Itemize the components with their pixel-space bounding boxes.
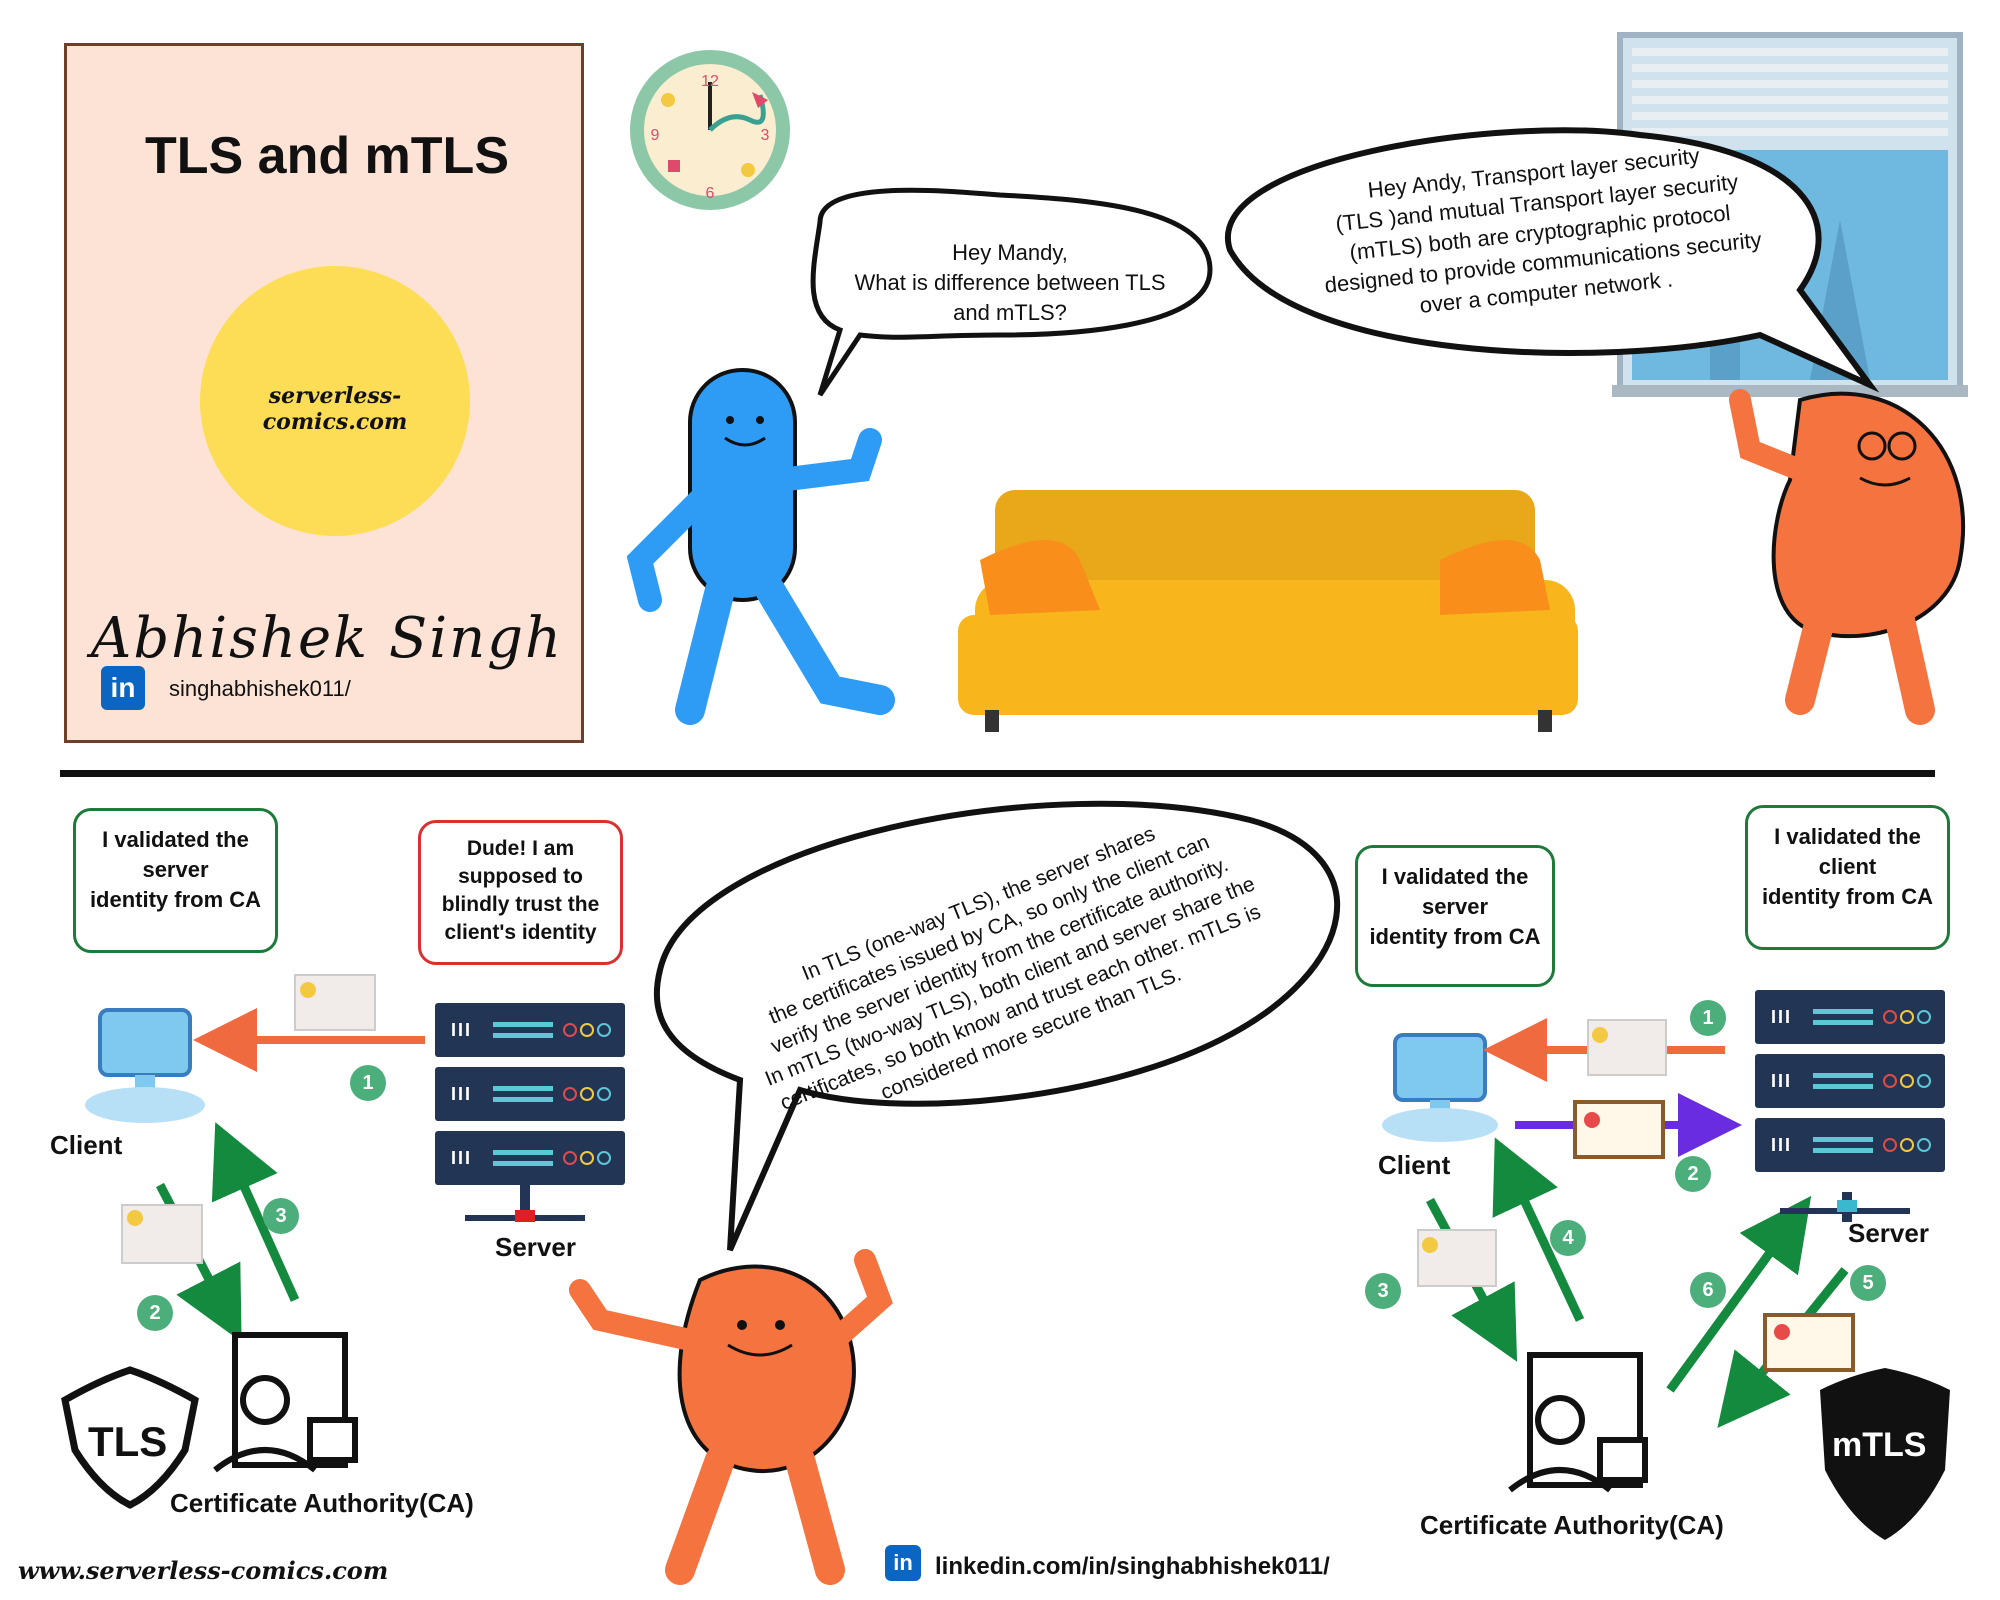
tls-step-3: 3 xyxy=(263,1198,299,1234)
mtls-step-5: 5 xyxy=(1850,1265,1886,1301)
clock-9: 9 xyxy=(651,127,660,144)
mtls-step-6: 6 xyxy=(1690,1272,1726,1308)
linkedin-handle: singhabhishek011/ xyxy=(169,676,351,701)
mtls-server-bubble: I validated the client identity from CA xyxy=(1745,805,1950,950)
clock-12: 12 xyxy=(701,73,719,90)
tls-ca-icon xyxy=(213,1332,358,1473)
sun-circle: serverless-comics.com xyxy=(200,266,470,536)
mandy-character xyxy=(1729,389,1966,725)
mtls-client-label: Client xyxy=(1378,1150,1451,1180)
explanation-bubble xyxy=(653,800,1340,1252)
footer-linkedin-icon: in xyxy=(885,1545,921,1581)
mtls-client-computer-icon xyxy=(1382,1033,1498,1142)
certificate-icon xyxy=(294,974,376,1031)
mandy-speech-bubble xyxy=(1224,127,1880,393)
andy-speech-bubble xyxy=(810,187,1213,397)
mtls-ca-icon xyxy=(1508,1352,1648,1493)
clock-6: 6 xyxy=(706,185,715,202)
mtls-server-icon: III III III xyxy=(1755,990,1945,1172)
clock-3: 3 xyxy=(761,127,770,144)
mandy-explaining-character xyxy=(569,1249,893,1585)
tls-step-1: 1 xyxy=(350,1065,386,1101)
tls-server-icon: III III III xyxy=(435,1003,625,1185)
mtls-step-2: 2 xyxy=(1675,1156,1711,1192)
mtls-badge-text: mTLS xyxy=(1832,1426,1927,1464)
tls-server-bubble: Dude! I am supposed to blindly trust the… xyxy=(418,820,623,965)
mtls-client-bubble: I validated the server identity from CA xyxy=(1355,845,1555,987)
tls-server-stand xyxy=(520,1175,530,1215)
mtls-step-1: 1 xyxy=(1690,1000,1726,1036)
andy-character xyxy=(626,368,895,725)
section-divider xyxy=(60,770,1935,777)
tls-badge-text: TLS xyxy=(88,1418,168,1465)
protocol-diagrams xyxy=(61,800,1950,1585)
certificate-icon xyxy=(1573,1100,1665,1159)
tls-arrow-3 xyxy=(211,1122,300,1302)
mtls-arrow-4 xyxy=(1492,1137,1585,1322)
clock-icon xyxy=(630,50,790,210)
footer-site: www.serverless-comics.com xyxy=(18,1556,389,1585)
certificate-icon xyxy=(1417,1229,1497,1287)
cover-panel: TLS and mTLS serverless-comics.com Abhis… xyxy=(64,43,584,743)
cover-site: serverless-comics.com xyxy=(262,383,408,435)
mtls-step-4: 4 xyxy=(1550,1220,1586,1256)
tls-server-label: Server xyxy=(495,1232,576,1262)
certificate-icon xyxy=(121,1204,203,1264)
mtls-shield-icon xyxy=(1820,1368,1950,1540)
mtls-server-label: Server xyxy=(1848,1218,1929,1248)
tls-ca-label: Certificate Authority(CA) xyxy=(170,1488,474,1518)
certificate-icon xyxy=(1763,1313,1855,1372)
tls-client-bubble: I validated the server identity from CA xyxy=(73,808,278,953)
mtls-arrow-6 xyxy=(1666,1195,1812,1393)
sofa-illustration xyxy=(958,490,1578,732)
cover-title: TLS and mTLS xyxy=(145,127,509,185)
tls-client-label: Client xyxy=(50,1130,123,1160)
mtls-ca-label: Certificate Authority(CA) xyxy=(1420,1510,1724,1540)
scene-illustration: 12 3 6 9 xyxy=(626,32,1968,732)
tls-shield-icon xyxy=(61,1366,199,1509)
tls-client-computer-icon xyxy=(85,1008,205,1123)
tls-step-2: 2 xyxy=(137,1295,173,1331)
author-signature: Abhishek Singh xyxy=(90,606,564,671)
certificate-icon xyxy=(1587,1019,1667,1076)
mtls-step-3: 3 xyxy=(1365,1273,1401,1309)
footer-linkedin-link[interactable]: linkedin.com/in/singhabhishek011/ xyxy=(935,1553,1330,1580)
andy-bubble-text: Hey Mandy, What is difference between TL… xyxy=(854,240,1166,325)
linkedin-icon: in xyxy=(101,666,145,710)
